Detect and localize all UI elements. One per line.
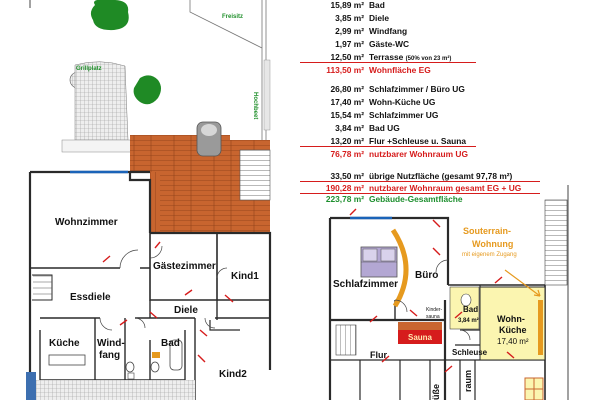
garden-area — [29, 0, 271, 153]
ug-window-panes — [524, 377, 544, 400]
eg-door-openings — [102, 241, 234, 363]
room-label-ug-raum: raum — [463, 369, 473, 392]
paved-area — [74, 61, 129, 141]
room-label-ug-wohn-kueche-area: 17,40 m² — [497, 337, 529, 346]
hochbeet-bed — [263, 59, 271, 131]
souterrain-line-2: Wohnung — [472, 239, 514, 249]
room-label-ug-bad: Bad — [463, 305, 479, 314]
ug-kitchen-counter — [538, 300, 543, 355]
eg-total-rule — [300, 62, 476, 63]
eg-bathroom-fixtures — [48, 339, 183, 380]
room-label-wohnzimmer: Wohnzimmer — [55, 217, 118, 228]
ug-door-arcs — [394, 259, 471, 341]
room-label-essdiele: Essdiele — [70, 292, 111, 303]
room-label-kind2: Kind2 — [219, 369, 247, 380]
room-label-windfang-2: fang — [99, 350, 121, 361]
tree-top — [90, 0, 129, 31]
ug-exterior-stairs — [544, 199, 568, 286]
ug-wohn-kueche-area — [479, 286, 546, 361]
souterrain-arrow — [504, 269, 541, 297]
freisitz-label: Freisitz — [222, 14, 244, 20]
room-label-ug-kinder-2: sauna — [426, 314, 440, 320]
ug-bed — [360, 246, 398, 278]
grand-total-underline — [300, 193, 540, 194]
room-label-ug-wohn-kueche-2: Küche — [499, 325, 527, 335]
ug-door-openings — [349, 208, 515, 373]
room-label-ug-duesse: üße — [431, 383, 441, 400]
ug-total-rule — [300, 146, 476, 147]
room-label-ug-wohn-kueche-1: Wohn- — [497, 314, 525, 324]
room-label-windfang-1: Wind- — [97, 338, 125, 349]
grand-total-rule — [300, 181, 540, 182]
ug-curved-divider — [390, 228, 409, 308]
freisitz-area — [189, 0, 263, 49]
souterrain-line-3: mit eigenem Zugang — [462, 252, 517, 258]
room-label-ug-bad-area: 3,84 m² — [458, 318, 479, 324]
room-label-kind1: Kind1 — [231, 271, 259, 282]
terrace-stairs — [239, 149, 271, 201]
room-label-ug-buero: Büro — [415, 270, 439, 281]
room-label-ug-schlafzimmer: Schlafzimmer — [333, 279, 399, 290]
ug-interior-stairs — [335, 324, 357, 356]
tree-small — [133, 75, 161, 105]
hochbeet-label: Hochbeet — [252, 92, 258, 120]
eg-stairs — [33, 275, 52, 295]
room-label-ug-schleuse: Schleuse — [452, 348, 488, 357]
room-label-ug-flur: Flur — [370, 350, 387, 360]
room-label-gaestezimmer: Gästezimmer — [153, 261, 216, 272]
eg-entrance-marker — [26, 372, 36, 400]
ug-sauna-box — [398, 330, 442, 344]
terrace-deck-step — [150, 172, 160, 232]
room-label-ug-sauna: Sauna — [408, 333, 433, 342]
eg-door-arcs — [99, 245, 228, 331]
souterrain-line-1: Souterrain- — [463, 226, 512, 236]
room-label-kueche: Küche — [49, 338, 80, 349]
room-label-ug-kinder-1: Kinder- — [426, 307, 443, 313]
terrace — [130, 121, 271, 233]
room-label-diele: Diele — [174, 305, 198, 316]
eg-bottom-paving — [30, 380, 195, 400]
room-label-bad: Bad — [161, 338, 180, 349]
grillplatz-label: Grillplatz — [76, 66, 102, 72]
ug-sauna-bench — [398, 322, 442, 330]
